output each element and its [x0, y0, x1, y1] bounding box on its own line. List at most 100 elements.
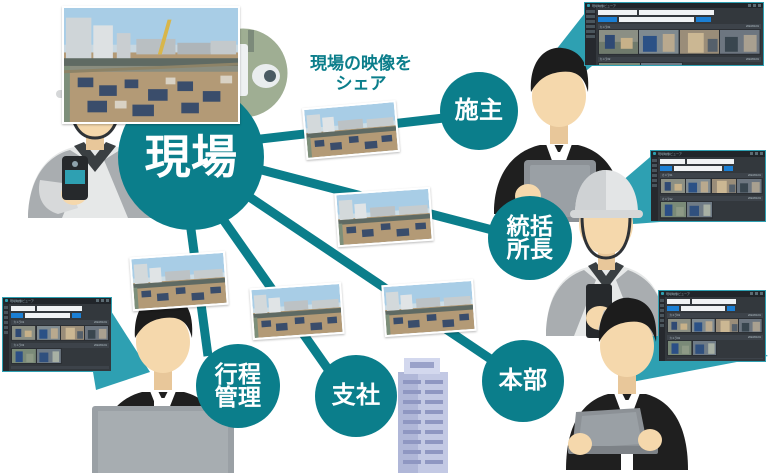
section-label: カメラ01 [661, 174, 673, 178]
video-thumbnail[interactable] [715, 318, 739, 333]
sidebar-rail[interactable] [585, 8, 596, 65]
video-thumbnail[interactable] [679, 30, 720, 54]
video-thumbnail[interactable] [60, 325, 84, 340]
display-button[interactable] [667, 305, 679, 311]
video-thumbnail[interactable] [660, 178, 686, 194]
thumbnail-strip[interactable] [659, 201, 714, 219]
sidebar-rail[interactable] [659, 296, 666, 361]
window-controls[interactable] [750, 152, 763, 156]
window-controls[interactable] [96, 299, 109, 303]
display-button[interactable] [597, 17, 618, 22]
section-header: カメラ02 2022/01/01 [667, 335, 763, 341]
camera-section: カメラ02 2022/01/01 [11, 342, 109, 365]
video-thumbnail[interactable] [720, 30, 760, 54]
video-thumbnail[interactable] [687, 202, 713, 218]
refresh-button[interactable] [726, 305, 736, 311]
date-input[interactable] [680, 305, 725, 311]
date-input[interactable] [25, 312, 71, 318]
section-label: カメラ01 [669, 314, 681, 318]
app-window-sesshu[interactable]: 現場映像ビューア カメラ01 2022/01/01 [584, 2, 764, 66]
node-shisha[interactable]: 支社 [315, 355, 397, 437]
filter-input[interactable] [638, 10, 714, 15]
node-honbu-label: 本部 [498, 366, 548, 394]
video-thumbnail[interactable] [737, 178, 763, 194]
video-thumbnail[interactable] [692, 341, 717, 356]
node-sesshu[interactable]: 施主 [440, 72, 518, 150]
video-thumbnail[interactable] [692, 318, 715, 333]
app-window-koutei[interactable]: 現場映像ビューア カメラ01 2022/01/01 [2, 297, 112, 372]
thumbnail-strip[interactable] [597, 61, 683, 65]
video-thumbnail[interactable] [639, 30, 679, 54]
sidebar-rail[interactable] [651, 156, 658, 221]
window-controls[interactable] [748, 4, 761, 7]
refresh-button[interactable] [696, 17, 712, 22]
node-toukatsu[interactable]: 統括 所長 [488, 196, 572, 280]
app-window-toukatsu[interactable]: 現場映像ビューア カメラ01 2022/01/01 [650, 150, 766, 222]
video-thumbnail[interactable] [668, 341, 692, 356]
headline-text: 現場の映像を シェア [310, 54, 412, 94]
window-body: カメラ01 2022/01/01 カメラ02 2022/01/01 [659, 296, 765, 361]
date-input[interactable] [619, 17, 695, 22]
video-thumbnail[interactable] [686, 178, 711, 194]
video-thumbnail[interactable] [660, 202, 687, 218]
section-label: カメラ01 [13, 321, 25, 325]
video-thumbnail[interactable] [668, 318, 692, 333]
window-titlebar: 現場映像ビューア [3, 298, 111, 304]
thumbnail-strip[interactable] [667, 340, 718, 357]
display-button[interactable] [11, 312, 24, 318]
date-input[interactable] [674, 165, 722, 171]
toolbar [11, 305, 109, 311]
refresh-button[interactable] [72, 312, 81, 318]
app-icon [661, 292, 664, 296]
thumbnail-strip[interactable] [667, 317, 763, 334]
photo-image [64, 8, 238, 122]
video-thumbnail[interactable] [12, 348, 37, 364]
node-toukatsu-label: 統括 所長 [506, 212, 554, 262]
app-icon [653, 152, 656, 156]
window-title: 現場映像ビューア [592, 3, 616, 8]
node-koutei[interactable]: 行程 管理 [196, 344, 280, 428]
app-window-honbu[interactable]: 現場映像ビューア カメラ01 2022/01/01 [658, 290, 766, 362]
thumbnail-strip[interactable] [11, 324, 109, 341]
camera-section: カメラ02 2022/01/01 [667, 335, 763, 357]
window-controls[interactable] [750, 292, 763, 296]
filter-input[interactable] [692, 298, 737, 304]
video-thumbnail[interactable] [12, 325, 36, 340]
toolbar-buttons [597, 17, 761, 22]
search-input[interactable] [11, 305, 35, 311]
sidebar-rail[interactable] [3, 303, 10, 371]
refresh-button[interactable] [723, 165, 733, 171]
display-button[interactable] [659, 165, 673, 171]
search-input[interactable] [667, 298, 691, 304]
thumbnail-strip[interactable] [659, 177, 763, 195]
thumbnail-strip[interactable] [597, 29, 761, 55]
camera-section: カメラ02 2022/01/01 [597, 56, 761, 65]
app-icon [587, 4, 590, 7]
camera-section: カメラ02 2022/01/01 [659, 196, 763, 219]
node-honbu[interactable]: 本部 [482, 340, 564, 422]
video-thumbnail[interactable] [598, 30, 639, 54]
window-main: カメラ01 2022/01/01 カメラ02 2022/01/01 [665, 296, 765, 361]
photo-image [131, 252, 227, 310]
status-bar [11, 366, 109, 369]
thumbnail-strip[interactable] [11, 347, 63, 365]
filter-input[interactable] [686, 158, 735, 164]
video-thumbnail[interactable] [598, 62, 640, 65]
search-input[interactable] [659, 158, 685, 164]
video-thumbnail[interactable] [84, 325, 109, 340]
search-input[interactable] [597, 10, 637, 15]
video-thumbnail[interactable] [739, 318, 762, 333]
toolbar [597, 10, 761, 15]
section-meta: 2022/01/01 [94, 343, 107, 347]
video-thumbnail[interactable] [711, 178, 737, 194]
video-thumbnail[interactable] [37, 348, 62, 364]
toolbar [667, 298, 763, 304]
window-titlebar: 現場映像ビューア [659, 291, 765, 297]
photo-site-thumb-2 [334, 186, 434, 248]
video-thumbnail[interactable] [640, 62, 682, 65]
node-genba-label: 現場 [144, 130, 238, 183]
photo-construction-site-main [62, 6, 240, 124]
video-thumbnail[interactable] [36, 325, 60, 340]
filter-input[interactable] [36, 305, 82, 311]
branch-building-icon [398, 358, 448, 473]
